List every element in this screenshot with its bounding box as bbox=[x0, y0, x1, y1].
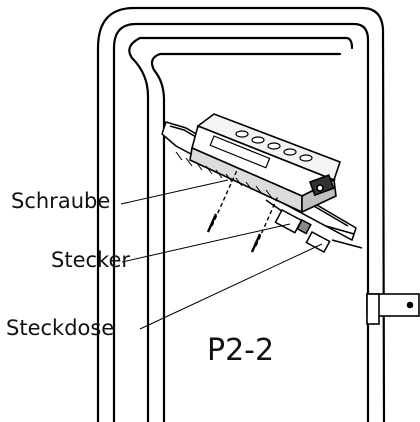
display-unit bbox=[189, 113, 342, 214]
leader-lines bbox=[120, 179, 323, 330]
callout-socket: Steckdose bbox=[6, 316, 115, 340]
frame-tube bbox=[96, 6, 386, 422]
hatching bbox=[175, 151, 273, 199]
figure-label: P2-2 bbox=[207, 333, 275, 368]
cable-connectors bbox=[265, 199, 363, 253]
side-bracket bbox=[366, 293, 420, 325]
callout-plug: Stecker bbox=[51, 248, 130, 272]
screws bbox=[206, 167, 279, 253]
callout-screw: Schraube bbox=[11, 189, 111, 213]
